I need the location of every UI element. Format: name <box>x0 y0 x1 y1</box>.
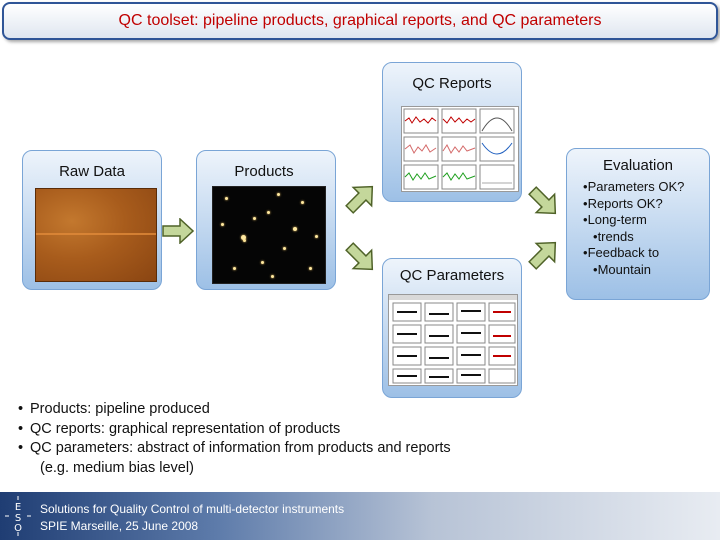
evaluation-item-continuation: Mountain <box>583 262 684 279</box>
evaluation-label: Evaluation <box>602 157 674 174</box>
qc-reports-image <box>401 106 519 192</box>
qc-parameters-image <box>388 294 518 386</box>
svg-text:O: O <box>14 523 22 534</box>
qc-reports-label: QC Reports <box>412 75 492 92</box>
note-item: QC parameters: abstract of information f… <box>14 439 574 459</box>
slide-title: QC toolset: pipeline products, graphical… <box>118 12 602 29</box>
title-banner: QC toolset: pipeline products, graphical… <box>2 2 718 40</box>
qc-parameters-label: QC Parameters <box>399 267 505 284</box>
evaluation-item: Parameters OK? <box>583 179 685 196</box>
eso-logo: E S O <box>4 496 32 536</box>
arrow-products-to-reports <box>345 185 374 214</box>
products-label: Products <box>234 163 294 180</box>
footer-bar <box>0 492 720 540</box>
evaluation-list: Parameters OK? Reports OK? Long-term tre… <box>583 179 685 279</box>
svg-text:S: S <box>15 513 21 524</box>
arrow-reports-to-evaluation <box>528 186 557 215</box>
evaluation-box: Evaluation Parameters OK? Reports OK? Lo… <box>566 148 710 300</box>
notes-list: Products: pipeline produced QC reports: … <box>14 400 574 478</box>
note-item: QC reports: graphical representation of … <box>14 420 574 440</box>
evaluation-item: Feedback to <box>583 245 684 262</box>
svg-text:E: E <box>15 502 21 513</box>
arrow-raw-to-products <box>162 218 194 244</box>
footer-title: Solutions for Quality Control of multi-d… <box>40 502 345 516</box>
evaluation-item: Reports OK? <box>583 196 684 213</box>
raw-data-image <box>35 188 157 282</box>
raw-data-label: Raw Data <box>59 163 125 180</box>
products-image <box>212 186 326 284</box>
arrow-products-to-parameters <box>345 242 374 271</box>
evaluation-item-continuation: trends <box>583 229 684 246</box>
note-item-continuation: (e.g. medium bias level) <box>40 459 194 476</box>
evaluation-item: Long-term <box>583 212 684 229</box>
note-item: Products: pipeline produced <box>14 400 574 420</box>
arrow-parameters-to-evaluation <box>528 241 557 270</box>
footer-event: SPIE Marseille, 25 June 2008 <box>40 519 199 533</box>
